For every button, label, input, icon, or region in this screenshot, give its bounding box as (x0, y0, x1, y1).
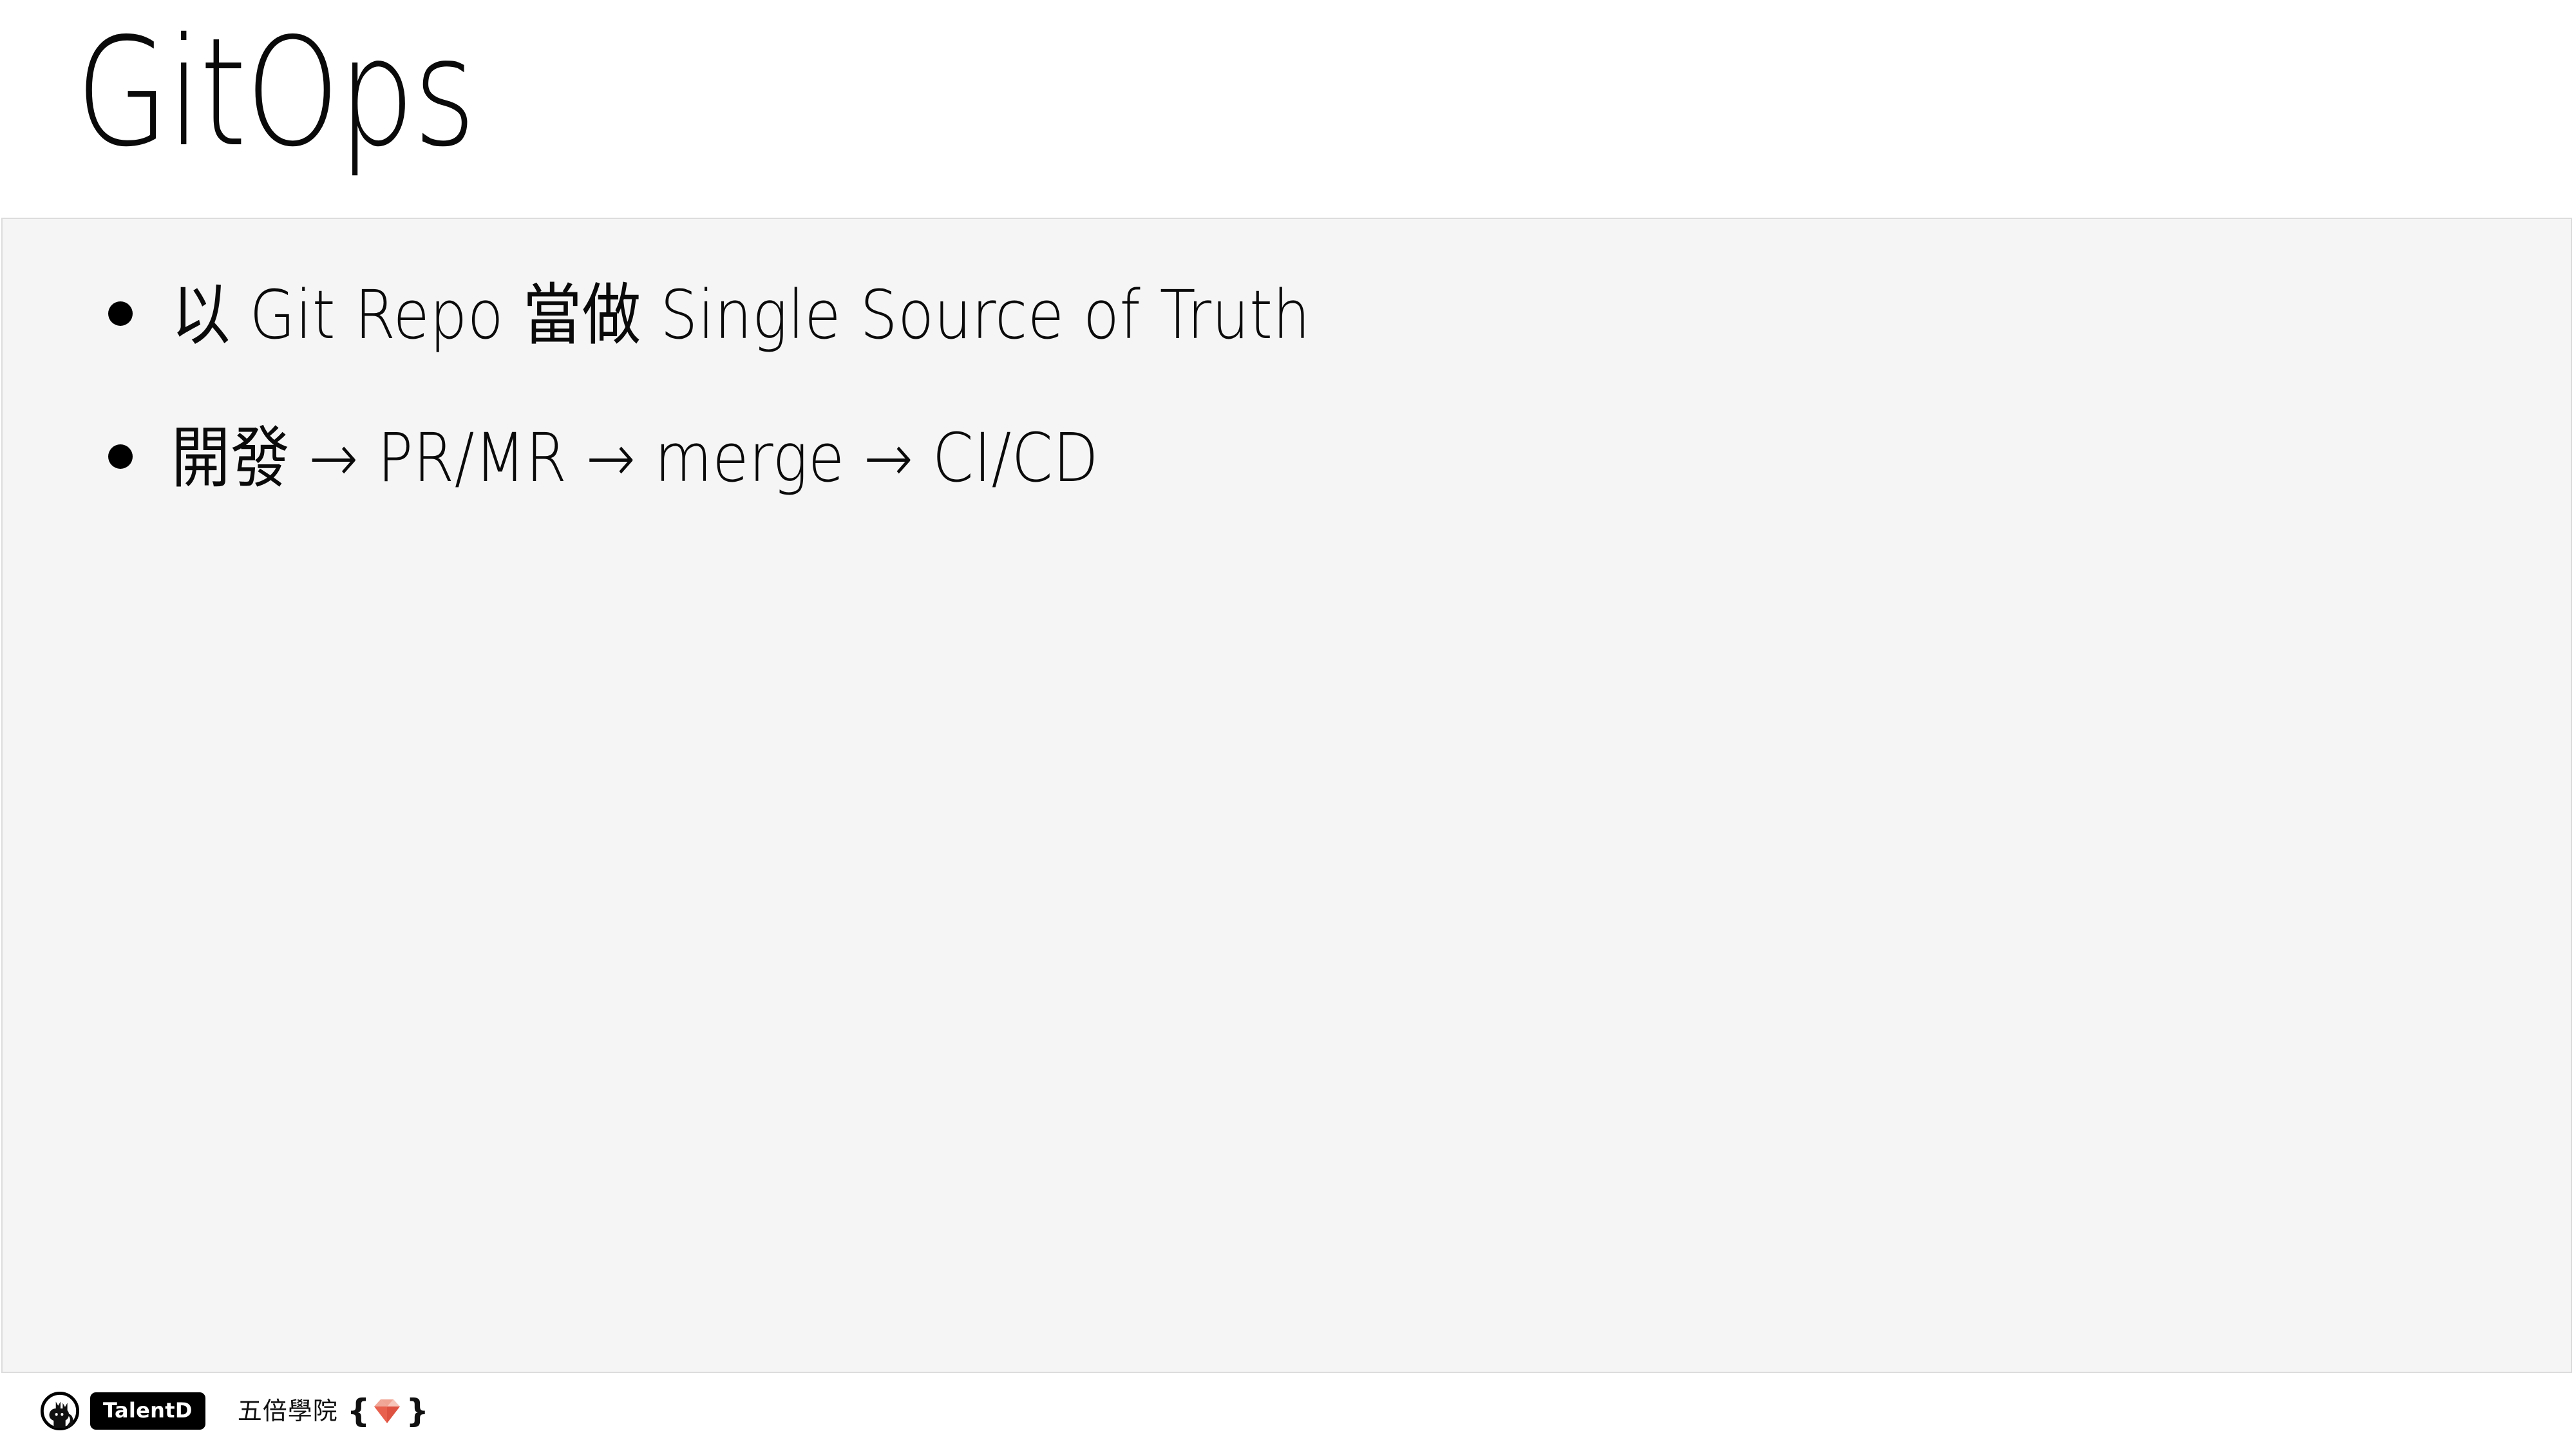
bullet-dot-icon (108, 444, 133, 469)
content-panel: 以 Git Repo 當做 Single Source of Truth 開發 … (1, 218, 2572, 1373)
bullet-dot-icon (108, 301, 133, 326)
ruby-gem-icon (374, 1399, 401, 1423)
school-brand: 五倍學院 { } (238, 1395, 429, 1427)
list-item: 開發 → PR/MR → merge → CI/CD (3, 416, 2571, 500)
cat-in-circle-logo-icon (40, 1391, 80, 1431)
slide-footer: TalentD 五倍學院 { } (0, 1373, 2576, 1449)
bullet-list: 以 Git Repo 當做 Single Source of Truth 開發 … (3, 273, 2571, 559)
talentd-brand: TalentD (40, 1391, 205, 1431)
brace-right: } (406, 1392, 429, 1430)
bullet-text: 開發 → PR/MR → merge → CI/CD (171, 419, 1099, 497)
bullet-text: 以 Git Repo 當做 Single Source of Truth (171, 276, 1311, 354)
slide-header: GitOps (0, 0, 2576, 218)
brace-left: { (346, 1392, 370, 1430)
page-title: GitOps (76, 6, 476, 180)
talentd-badge: TalentD (90, 1392, 205, 1430)
list-item: 以 Git Repo 當做 Single Source of Truth (3, 273, 2571, 357)
school-name: 五倍學院 (237, 1397, 338, 1425)
